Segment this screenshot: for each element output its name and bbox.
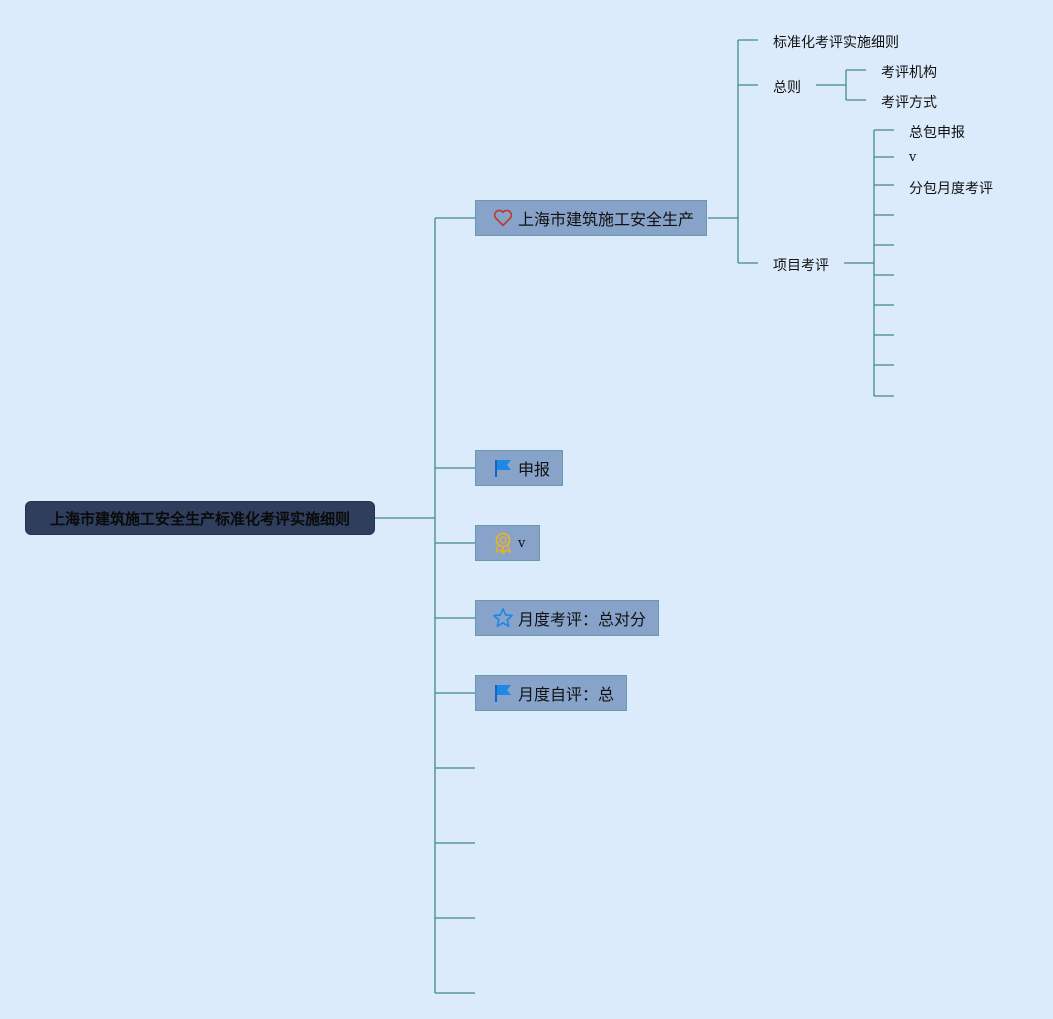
subtopic-label[interactable]: 分包月度考评 [909,181,993,197]
branch-topic[interactable]: 月度考评：总对分 [475,600,660,636]
subtopic-label[interactable]: 考评方式 [881,95,937,111]
subtopic-label[interactable]: 项目考评 [773,258,829,274]
root-topic[interactable]: 上海市建筑施工安全生产标准化考评实施细则 [25,501,375,535]
subtopic-label[interactable]: v [909,150,917,165]
subtopic-label[interactable]: 标准化考评实施细则 [773,35,899,51]
flag-icon [492,457,514,479]
flag-icon [492,682,514,704]
branch-topic-label: 月度考评：总对分 [518,610,647,629]
subtopic-label[interactable]: 总包申报 [909,125,965,141]
root-topic-label: 上海市建筑施工安全生产标准化考评实施细则 [49,509,350,528]
star-icon [492,607,514,629]
branch-topic-label: 上海市建筑施工安全生产 [518,210,695,229]
heart-icon [492,207,514,229]
branch-topic[interactable]: 申报 [475,450,564,486]
branch-topic-label: v [518,535,526,551]
subtopic-label[interactable]: 总则 [773,80,801,96]
branch-topic[interactable]: v [475,525,541,561]
branch-topic-label: 月度自评：总 [518,685,615,704]
branch-topic[interactable]: 月度自评：总 [475,675,628,711]
award-ribbon-icon [492,532,514,554]
branch-topic[interactable]: 上海市建筑施工安全生产 [475,200,708,236]
branch-topic-label: 申报 [518,460,551,479]
subtopic-label[interactable]: 考评机构 [881,65,937,81]
